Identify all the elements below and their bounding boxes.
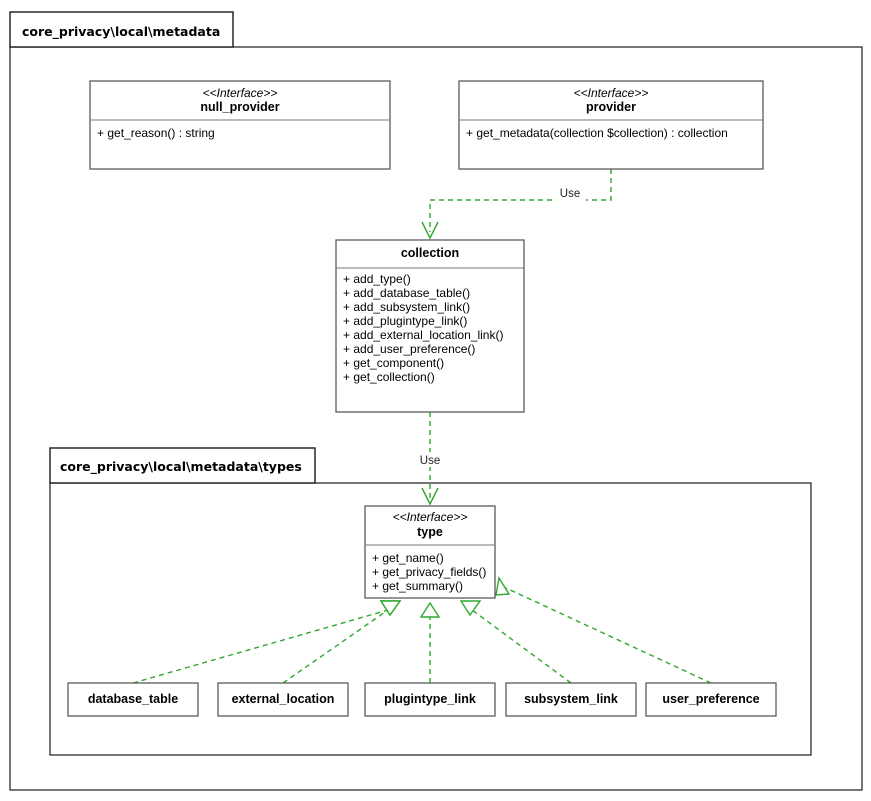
edge-collection-type-label-bg [416,452,446,467]
class-collection-member: + add_external_location_link() [343,328,503,342]
class-collection-member: + get_component() [343,356,444,370]
class-provider-stereotype: <<Interface>> [574,86,649,100]
class-provider-box[interactable] [458,80,764,170]
edge-external_location-type [282,600,402,684]
class-plugintype_link-box[interactable] [364,682,496,717]
class-type-box[interactable] [364,505,496,599]
package-outer-tab [9,11,234,48]
edge-user_preference-type-arrowhead [495,576,511,596]
class-external_location[interactable]: external_location [217,682,349,717]
class-database_table[interactable]: database_table [67,682,199,717]
class-null_provider-box[interactable] [89,80,391,170]
edge-plugintype_link-type-arrowhead [419,601,441,618]
edge-subsystem_link-type-line [471,609,572,684]
edge-subsystem_link-type-arrowhead [459,600,482,617]
class-collection-name: collection [401,246,459,260]
package-types-frame [49,482,812,756]
edge-plugintype_link-type [419,601,441,683]
edge-provider-collection-label-bg [556,186,586,201]
class-collection-member: + add_type() [343,272,411,286]
edge-provider-collection: Use [421,169,612,240]
class-subsystem_link-box[interactable] [505,682,637,717]
package-types: core_privacy\local\metadata\types [49,447,812,756]
class-database_table-box[interactable] [67,682,199,717]
class-null_provider-member: + get_reason() : string [97,126,215,140]
edge-user_preference-type-line [505,587,712,684]
edge-collection-type: Use [416,412,446,506]
class-collection-member: + add_user_preference() [343,342,475,356]
edge-provider-collection-arrowhead [421,221,439,240]
class-external_location-name: external_location [232,692,335,706]
package-outer: core_privacy\local\metadata [9,11,863,791]
class-database_table-name: database_table [88,692,178,706]
class-type-member: + get_name() [372,551,444,565]
edge-database_table-type-line [132,609,389,684]
class-plugintype_link-name: plugintype_link [384,692,476,706]
edge-provider-collection-line [429,169,612,232]
class-type-name: type [417,525,443,539]
edge-layer: Use Use [132,169,712,684]
class-null_provider-name: null_provider [200,100,279,114]
class-external_location-box[interactable] [217,682,349,717]
class-user_preference-name: user_preference [662,692,759,706]
edge-database_table-type [132,600,402,684]
class-provider-name: provider [586,100,636,114]
edge-user_preference-type [495,576,712,684]
class-provider-member: + get_metadata(collection $collection) :… [466,126,728,140]
class-type-member: + get_privacy_fields() [372,565,486,579]
class-collection-member: + add_plugintype_link() [343,314,467,328]
package-types-tab [49,447,316,484]
class-collection-member: + add_database_table() [343,286,470,300]
class-collection-member: + get_collection() [343,370,435,384]
class-type-member: + get_summary() [372,579,463,593]
class-plugintype_link[interactable]: plugintype_link [364,682,496,717]
class-null_provider-stereotype: <<Interface>> [203,86,278,100]
edge-external_location-type-arrowhead [379,600,402,617]
class-null_provider[interactable]: <<Interface>> null_provider + get_reason… [89,80,391,170]
class-type-stereotype: <<Interface>> [393,510,468,524]
edge-collection-type-arrowhead [421,487,439,506]
package-outer-frame [9,46,863,791]
class-provider[interactable]: <<Interface>> provider + get_metadata(co… [458,80,764,170]
class-user_preference[interactable]: user_preference [645,682,777,717]
class-subsystem_link[interactable]: subsystem_link [505,682,637,717]
package-outer-label: core_privacy\local\metadata [22,24,220,40]
class-collection-box[interactable] [335,239,525,413]
package-types-label: core_privacy\local\metadata\types [60,459,302,475]
class-collection[interactable]: collection + add_type() + add_database_t… [335,239,525,413]
edge-external_location-type-line [282,609,389,684]
class-user_preference-box[interactable] [645,682,777,717]
class-subsystem_link-name: subsystem_link [524,692,618,706]
edge-collection-type-label: Use [420,455,440,467]
edge-subsystem_link-type [459,600,572,684]
class-collection-member: + add_subsystem_link() [343,300,470,314]
class-type[interactable]: <<Interface>> type + get_name() + get_pr… [364,505,496,599]
edge-provider-collection-label: Use [560,188,580,200]
